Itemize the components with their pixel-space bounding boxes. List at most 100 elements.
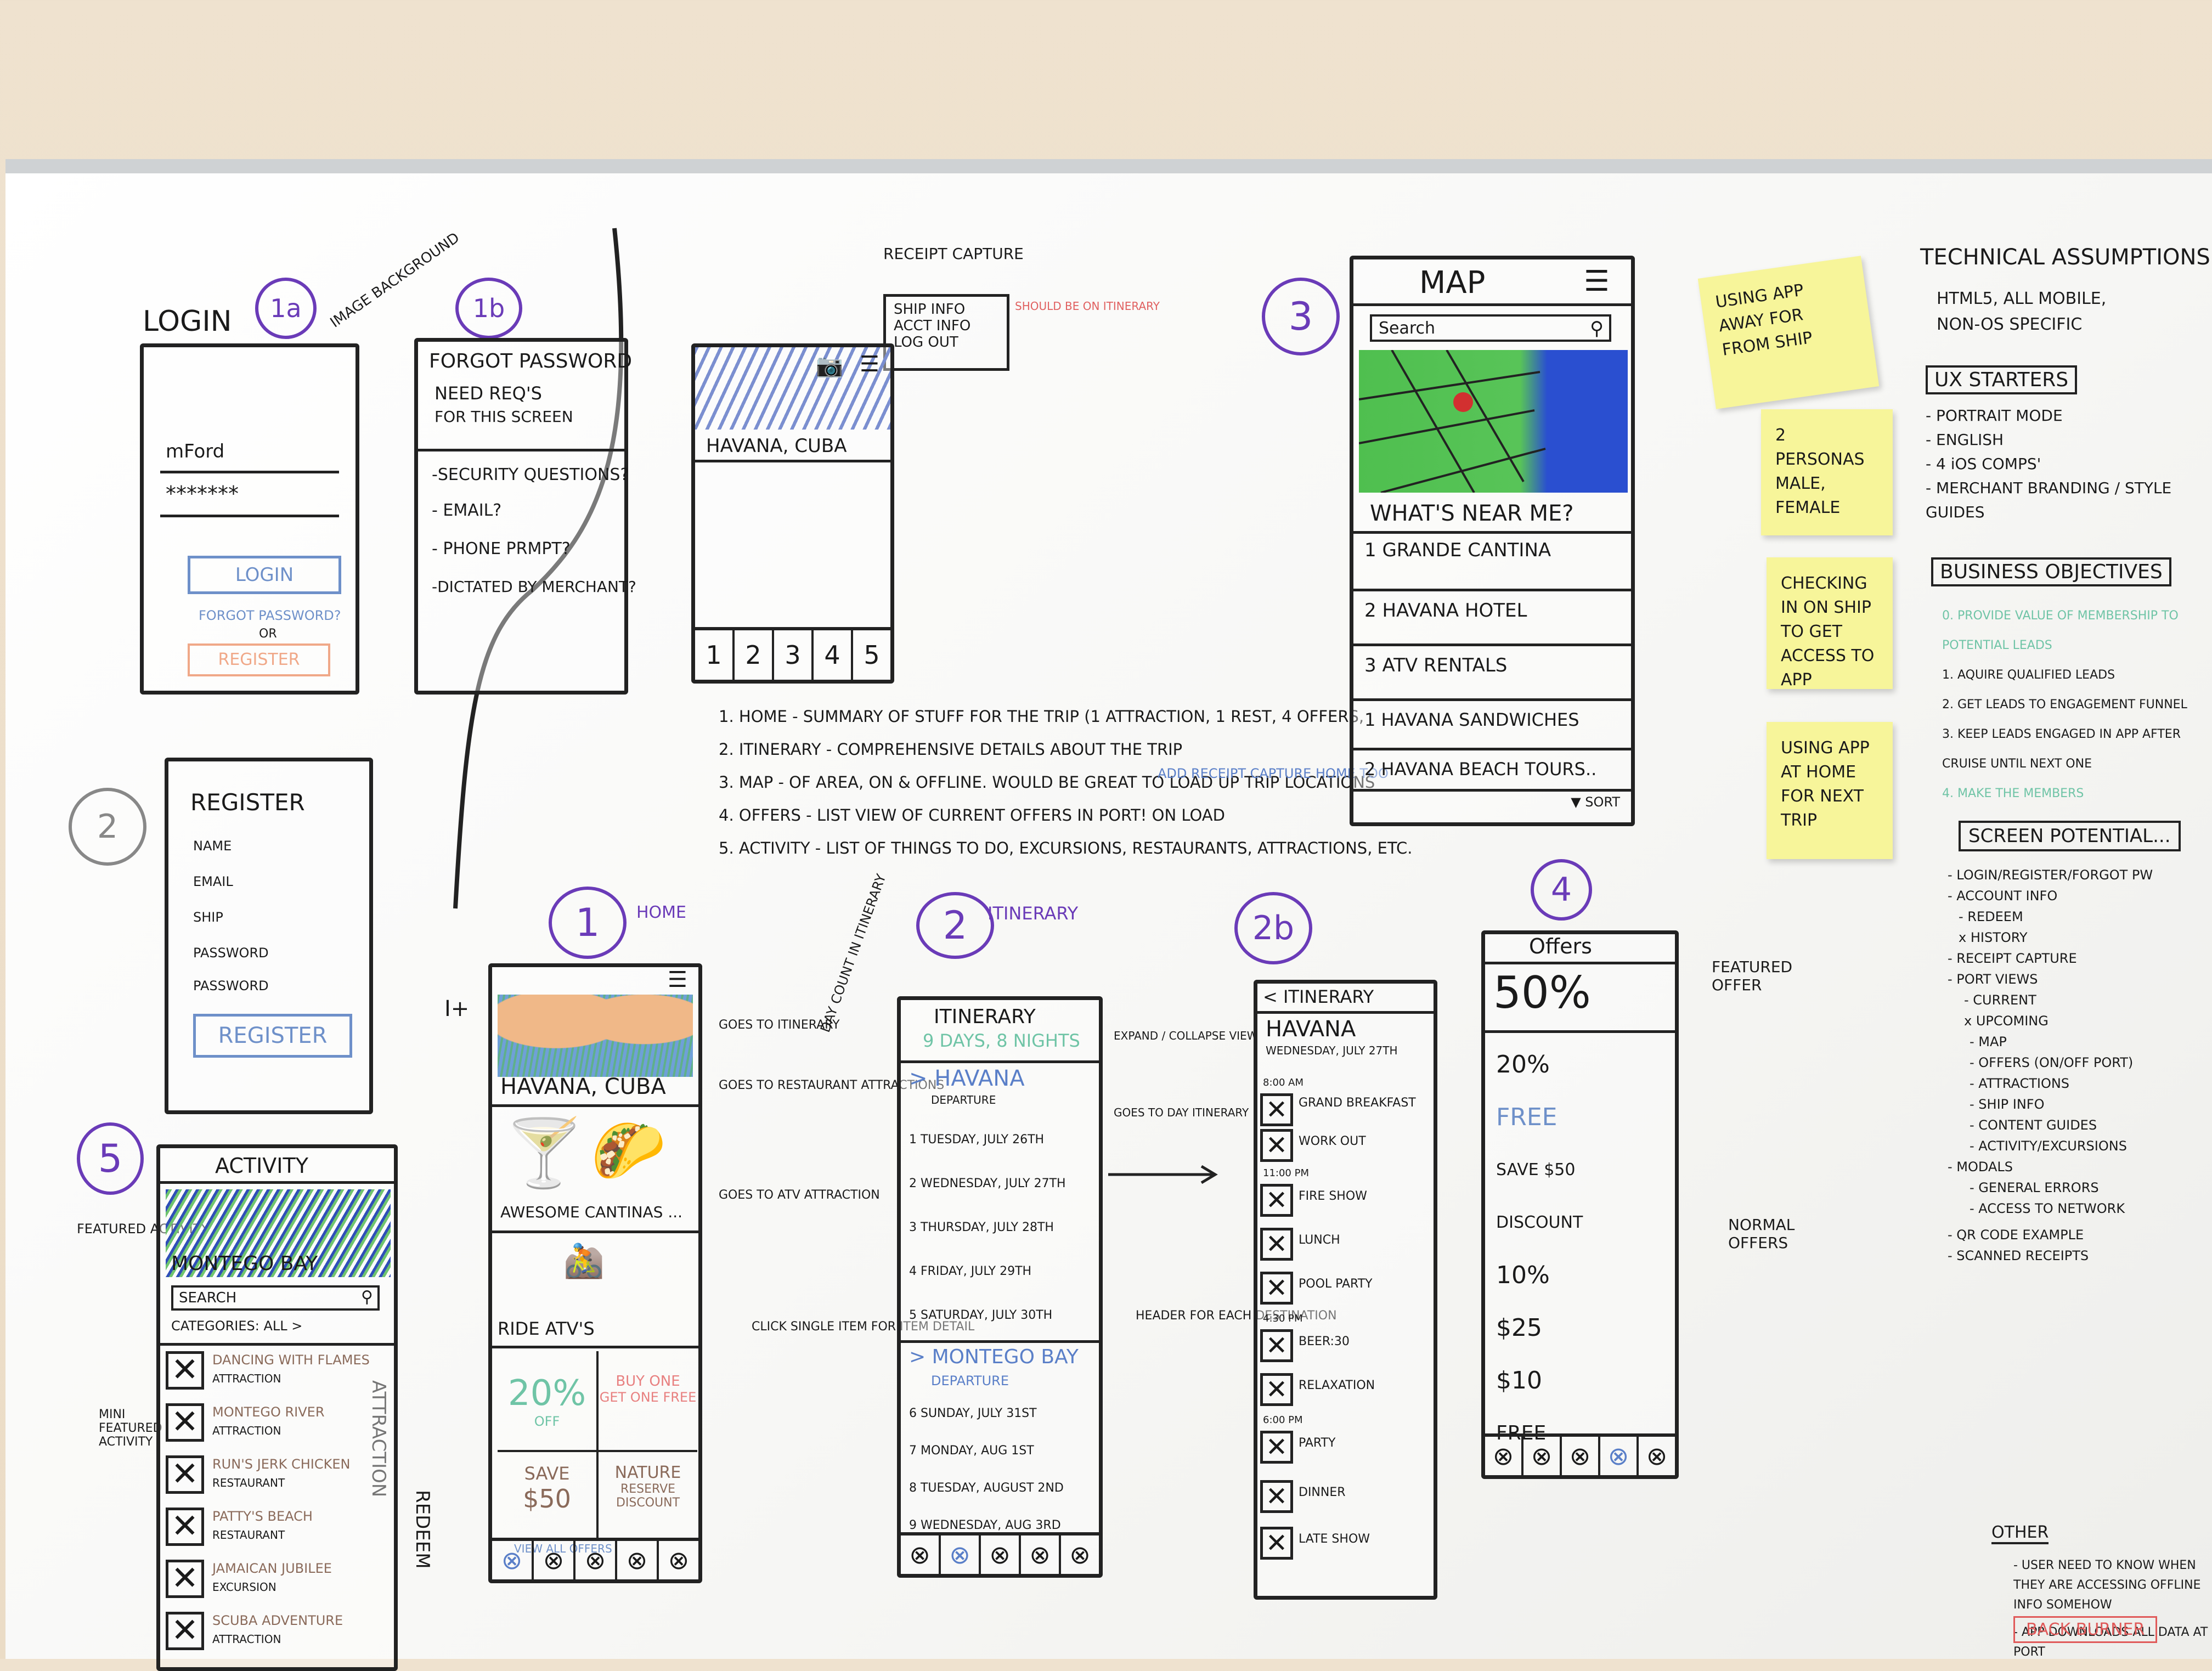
tab-icon[interactable]: ⊗	[1562, 1437, 1600, 1475]
day-row[interactable]: 4 FRIDAY, JULY 29TH	[909, 1264, 1032, 1278]
menu-icon[interactable]: ☰	[1584, 265, 1610, 298]
activity-name[interactable]: SCUBA ADVENTURE	[212, 1613, 343, 1628]
register-field-password-confirm[interactable]: PASSWORD	[193, 978, 269, 993]
view-all-offers-link[interactable]: VIEW ALL OFFERS	[514, 1542, 612, 1555]
event-name[interactable]: GRAND BREAKFAST	[1299, 1096, 1416, 1110]
menu-icon[interactable]: ☰	[668, 967, 687, 992]
register-badge: 2	[69, 788, 146, 866]
register-link-button[interactable]: REGISTER	[188, 643, 330, 676]
tab-icon[interactable]: ⊗	[492, 1541, 534, 1579]
map-list-item[interactable]: 2 HAVANA HOTEL	[1364, 600, 1527, 622]
day-row[interactable]: 7 MONDAY, AUG 1ST	[909, 1444, 1034, 1458]
tab-4[interactable]: 4	[814, 630, 853, 680]
day-row[interactable]: 6 SUNDAY, JULY 31ST	[909, 1407, 1037, 1420]
event-name[interactable]: FIRE SHOW	[1299, 1189, 1367, 1203]
menu-acct-info[interactable]: ACCT INFO	[894, 318, 971, 334]
destination-header[interactable]: > MONTEGO BAY	[909, 1346, 1079, 1368]
activity-name[interactable]: DANCING WITH FLAMES	[212, 1352, 370, 1368]
map-list-item[interactable]: 1 GRANDE CANTINA	[1364, 539, 1551, 561]
tech-list: HTML5, ALL MOBILE, NON-OS SPECIFIC	[1937, 286, 2106, 337]
tab-1[interactable]: 1	[695, 630, 735, 680]
tab-icon[interactable]: ⊗	[901, 1535, 941, 1574]
register-field-password[interactable]: PASSWORD	[193, 945, 269, 961]
offer-tile[interactable]: BUY ONE GET ONE FREE	[599, 1351, 697, 1452]
register-field-ship[interactable]: SHIP	[193, 910, 223, 925]
event-name[interactable]: LUNCH	[1299, 1233, 1340, 1247]
day-row[interactable]: 9 WEDNESDAY, AUG 3RD	[909, 1518, 1061, 1532]
offer-row[interactable]: 20%	[1496, 1051, 1550, 1079]
tab-2[interactable]: 2	[735, 630, 774, 680]
event-name[interactable]: DINNER	[1299, 1486, 1346, 1499]
offer-row[interactable]: SAVE $50	[1496, 1160, 1576, 1179]
menu-ship-info[interactable]: SHIP INFO	[894, 301, 966, 318]
map-list-item[interactable]: 2 HAVANA BEACH TOURS..	[1364, 759, 1597, 780]
activity-search-input[interactable]: SEARCH ⚲	[171, 1285, 380, 1311]
offer-row[interactable]: 10%	[1496, 1261, 1550, 1289]
activity-name[interactable]: RUN'S JERK CHICKEN	[212, 1457, 351, 1472]
day-row[interactable]: 1 TUESDAY, JULY 26TH	[909, 1133, 1045, 1147]
register-button[interactable]: REGISTER	[193, 1014, 352, 1058]
tab-3[interactable]: 3	[774, 630, 814, 680]
tab-5[interactable]: 5	[864, 640, 880, 670]
tab-icon[interactable]: ⊗	[1523, 1437, 1562, 1475]
biz-item: 2. GET LEADS TO ENGAGEMENT FUNNEL	[1942, 698, 2187, 712]
tab-icon[interactable]: ⊗	[534, 1541, 575, 1579]
offer-tile[interactable]: SAVE $50	[498, 1452, 599, 1540]
login-button[interactable]: LOGIN	[188, 556, 341, 594]
map-search-input[interactable]: Search ⚲	[1370, 314, 1611, 342]
featured-offer-note: FEATURED OFFER	[1712, 958, 1793, 994]
offer-row[interactable]: FREE	[1496, 1103, 1558, 1131]
featured-activity-image[interactable]	[166, 1189, 391, 1277]
home-card-atv[interactable]: RIDE ATV'S	[498, 1318, 595, 1339]
tab-icon[interactable]: ⊗	[1485, 1437, 1523, 1475]
tab-icon[interactable]: ⊗	[1021, 1535, 1061, 1574]
tab-icon[interactable]: ⊗	[575, 1541, 617, 1579]
day-row[interactable]: 2 WEDNESDAY, JULY 27TH	[909, 1177, 1066, 1190]
activity-name[interactable]: PATTY'S BEACH	[212, 1509, 313, 1524]
username-field[interactable]: mFord	[166, 441, 225, 462]
register-field-name[interactable]: NAME	[193, 838, 232, 854]
password-field[interactable]: *******	[166, 482, 239, 506]
tab-icon[interactable]: ⊗	[1069, 1540, 1091, 1570]
day-row[interactable]: 5 SATURDAY, JULY 30TH	[909, 1308, 1053, 1322]
offer-row[interactable]: FREE	[1496, 1422, 1547, 1444]
event-name[interactable]: LATE SHOW	[1299, 1532, 1370, 1546]
destination-header[interactable]: > HAVANA	[909, 1066, 1025, 1091]
sort-button[interactable]: ▼ SORT	[1571, 794, 1620, 810]
offer-row[interactable]: $25	[1496, 1314, 1542, 1342]
menu-log-out[interactable]: LOG OUT	[894, 334, 958, 351]
tab-icon[interactable]: ⊗	[617, 1541, 659, 1579]
map-list-item[interactable]: 3 ATV RENTALS	[1364, 654, 1508, 676]
map-list-item[interactable]: 1 HAVANA SANDWICHES	[1364, 709, 1579, 730]
register-field-email[interactable]: EMAIL	[193, 874, 233, 889]
itinerary-days-1: 1 TUESDAY, JULY 26TH 2 WEDNESDAY, JULY 2…	[909, 1118, 1066, 1337]
event-name[interactable]: RELAXATION	[1299, 1379, 1375, 1392]
activity-name[interactable]: JAMAICAN JUBILEE	[212, 1561, 332, 1576]
camera-icon[interactable]: 📷	[816, 353, 843, 379]
day-row[interactable]: 8 TUESDAY, AUGUST 2ND	[909, 1481, 1064, 1495]
tab-icon[interactable]: ⊗	[941, 1535, 981, 1574]
screen-item: - REDEEM	[1959, 909, 2023, 924]
event-name[interactable]: POOL PARTY	[1299, 1277, 1373, 1291]
offer-row[interactable]: $10	[1496, 1367, 1542, 1395]
menu-icon[interactable]: ☰	[860, 352, 879, 377]
map-view[interactable]	[1358, 349, 1628, 494]
screen-item: - SCANNED RECEIPTS	[1948, 1248, 2089, 1263]
event-name[interactable]: BEER:30	[1299, 1335, 1350, 1348]
tab-icon[interactable]: ⊗	[1646, 1441, 1668, 1471]
day-back-title[interactable]: < ITINERARY	[1263, 986, 1374, 1007]
offer-tile[interactable]: 20% OFF	[498, 1351, 599, 1452]
activity-name[interactable]: MONTEGO RIVER	[212, 1404, 325, 1420]
tab-icon[interactable]: ⊗	[1600, 1437, 1639, 1475]
featured-offer[interactable]: 50%	[1493, 967, 1591, 1018]
offer-row[interactable]: DISCOUNT	[1496, 1213, 1583, 1232]
event-name[interactable]: WORK OUT	[1299, 1134, 1366, 1148]
event-name[interactable]: PARTY	[1299, 1436, 1336, 1450]
home-card-cantinas[interactable]: AWESOME CANTINAS ...	[500, 1203, 683, 1221]
offer-tile[interactable]: NATURE RESERVE DISCOUNT	[614, 1463, 681, 1510]
categories-dropdown[interactable]: CATEGORIES: ALL >	[171, 1318, 303, 1334]
day-row[interactable]: 3 THURSDAY, JULY 28TH	[909, 1221, 1054, 1234]
forgot-password-link[interactable]: FORGOT PASSWORD?	[199, 608, 341, 623]
tab-icon[interactable]: ⊗	[668, 1545, 690, 1575]
tab-icon[interactable]: ⊗	[981, 1535, 1021, 1574]
